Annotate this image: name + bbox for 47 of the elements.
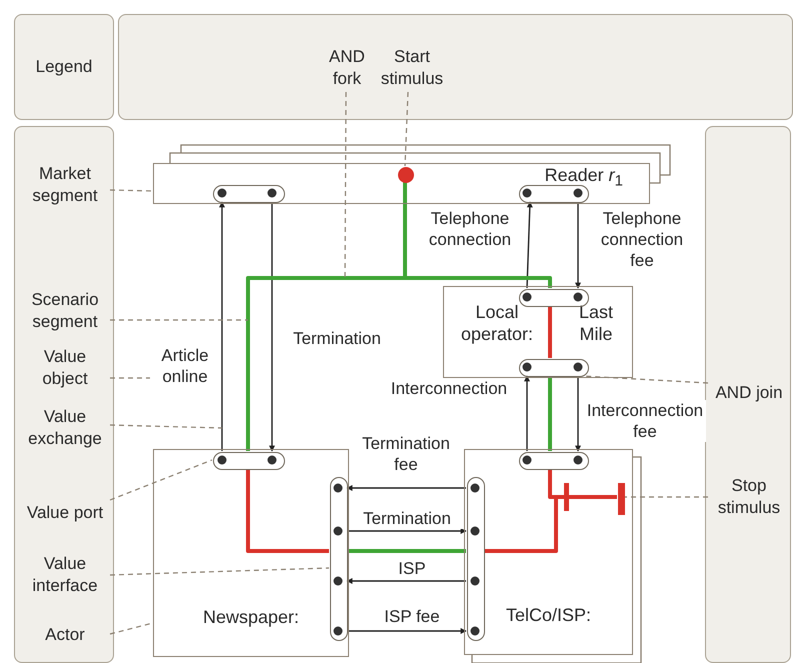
actor-box: [153, 449, 349, 657]
leader-line: [110, 567, 330, 576]
dependency-path: [347, 549, 466, 553]
side-panel: [118, 14, 793, 120]
value-exchange-arrow: [219, 201, 225, 451]
actor-name: TelCo/ISP:: [504, 604, 592, 626]
side-panel: [14, 126, 114, 663]
leader-line: [110, 424, 222, 429]
market-segment-box: [153, 163, 650, 204]
leader-line: [344, 92, 347, 278]
value-exchange-arrow: [347, 528, 467, 534]
dependency-path: [548, 376, 552, 451]
leader-line: [404, 92, 409, 166]
actor-box: [443, 286, 633, 378]
leader-line: [110, 377, 150, 379]
term-label: Value port: [19, 489, 111, 537]
term-label: Stop stimulus: [709, 473, 789, 521]
value-exchange-arrow: [575, 202, 581, 289]
term-label: Value interface: [19, 551, 111, 599]
start-stimulus-dot: [398, 167, 414, 183]
dependency-path: [548, 306, 552, 358]
value-exchange-arrow: [524, 375, 530, 451]
dependency-path: [246, 469, 329, 553]
value-exchange-arrow: [346, 578, 466, 584]
term-label: Value exchange: [19, 404, 111, 452]
value-exchange-arrow: [346, 485, 466, 491]
term-label: Value object: [19, 344, 111, 392]
term-label: AND join: [709, 369, 789, 417]
stop-stimulus-bar: [618, 483, 625, 515]
actor-name: Newspaper:: [202, 606, 300, 628]
side-panel: [705, 126, 791, 663]
value-exchange-arrow: [347, 628, 467, 634]
term-label: Market segment: [19, 161, 111, 209]
segment-name: Reader r$_{1}$: [544, 164, 623, 192]
leader-line: [110, 459, 212, 501]
leader-line: [624, 496, 708, 498]
value-exchange-arrow: [269, 202, 275, 452]
actor-name: Last Mile: [578, 301, 614, 345]
value-exchange-arrow: [526, 201, 533, 288]
term-label: Scenario segment: [19, 287, 111, 335]
legend-panel: Legend: [14, 14, 114, 120]
term-label: Actor: [19, 621, 111, 649]
value-exchange-arrow: [575, 376, 581, 452]
leader-line: [110, 189, 154, 192]
actor-box: [464, 449, 633, 655]
leader-line: [110, 319, 248, 321]
actor-name: Local operator:: [460, 301, 534, 345]
